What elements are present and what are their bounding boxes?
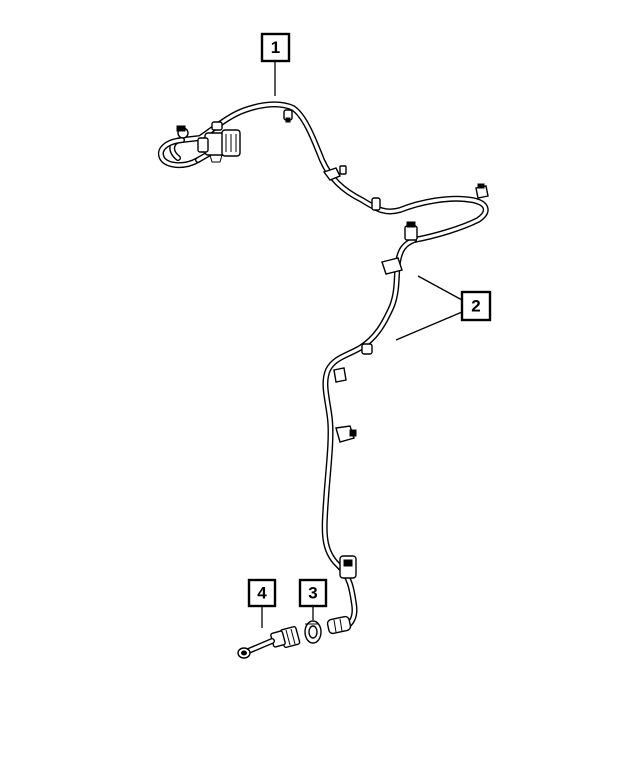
callout-4-label: 4 xyxy=(257,584,267,603)
callout-2-label: 2 xyxy=(471,297,480,316)
leader-lines xyxy=(261,62,463,628)
callout-3: 3 xyxy=(298,578,328,608)
sensor-part xyxy=(237,625,301,659)
callout-1: 1 xyxy=(260,32,291,63)
wiring-harness-lower xyxy=(321,237,417,631)
callout-3-label: 3 xyxy=(308,584,317,603)
seal-part xyxy=(304,620,322,644)
callout-1-label: 1 xyxy=(271,38,280,57)
callout-4: 4 xyxy=(247,578,277,608)
callout-2: 2 xyxy=(460,290,492,322)
leader-2a xyxy=(417,275,463,301)
leader-2b xyxy=(395,311,463,341)
harness-connector-left xyxy=(176,121,241,163)
harness-clips-upper xyxy=(283,109,489,211)
harness-clips-lower xyxy=(333,221,418,579)
harness-connector-end xyxy=(326,615,352,635)
